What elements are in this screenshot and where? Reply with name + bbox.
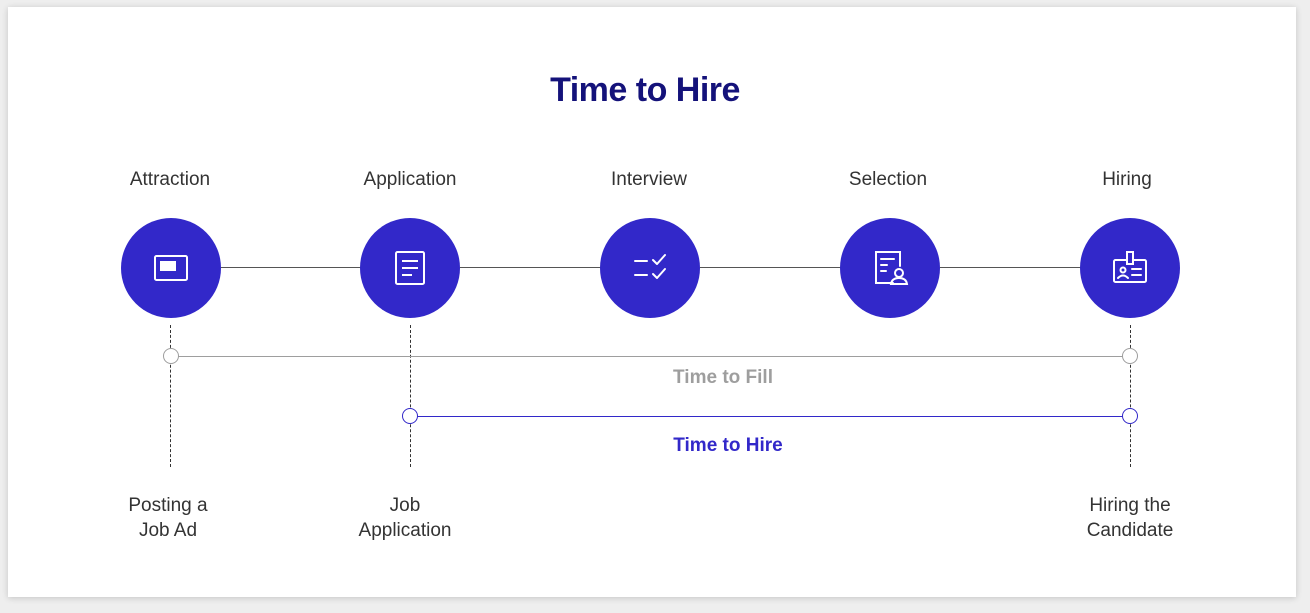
stage-label-selection: Selection [848, 169, 928, 190]
checklist-icon [634, 254, 666, 279]
diagram-card: Time to Hire Attraction Application Inte… [8, 7, 1296, 597]
stage-connector [460, 267, 609, 268]
stage-circle-attraction [121, 218, 221, 318]
time-to-hire-label: Time to Hire [673, 435, 783, 456]
milestone-hiring-line2: Candidate [1086, 520, 1174, 541]
milestone-application-line1: Job [389, 495, 421, 516]
milestone-marker-hiring [1130, 325, 1131, 467]
stage-label-interview: Interview [610, 169, 688, 190]
stage-label-application: Application [363, 169, 457, 190]
document-icon [395, 251, 425, 285]
stage-label-attraction: Attraction [129, 169, 211, 190]
time-to-hire-end-dot [1122, 408, 1138, 424]
stage-circle-application [360, 218, 460, 318]
milestone-marker-posting [170, 325, 171, 467]
stage-circle-hiring [1080, 218, 1180, 318]
milestone-application: Job Application [305, 493, 505, 543]
job-ad-card-icon [154, 255, 188, 281]
stage-connector [940, 267, 1089, 268]
milestone-posting-line2: Job Ad [138, 520, 198, 541]
time-to-fill-end-dot [1122, 348, 1138, 364]
time-to-fill-line [171, 356, 1130, 357]
stage-connector [221, 267, 369, 268]
stage-label-hiring: Hiring [1102, 169, 1152, 190]
time-to-fill-label: Time to Fill [673, 367, 773, 388]
time-to-hire-start-dot [402, 408, 418, 424]
milestone-hiring-line1: Hiring the [1089, 495, 1171, 516]
time-to-hire-line [410, 416, 1130, 417]
milestone-marker-application [410, 325, 411, 467]
candidate-profile-icon [875, 251, 909, 285]
milestone-posting-line1: Posting a [128, 495, 208, 516]
id-badge-icon [1113, 251, 1147, 283]
milestone-application-line2: Application [358, 520, 452, 541]
stage-circle-selection [840, 218, 940, 318]
milestone-posting: Posting a Job Ad [68, 493, 268, 543]
time-to-fill-start-dot [163, 348, 179, 364]
diagram-title: Time to Hire [550, 71, 740, 109]
stage-circle-interview [600, 218, 700, 318]
stage-connector [700, 267, 850, 268]
milestone-hiring: Hiring the Candidate [1030, 493, 1230, 543]
